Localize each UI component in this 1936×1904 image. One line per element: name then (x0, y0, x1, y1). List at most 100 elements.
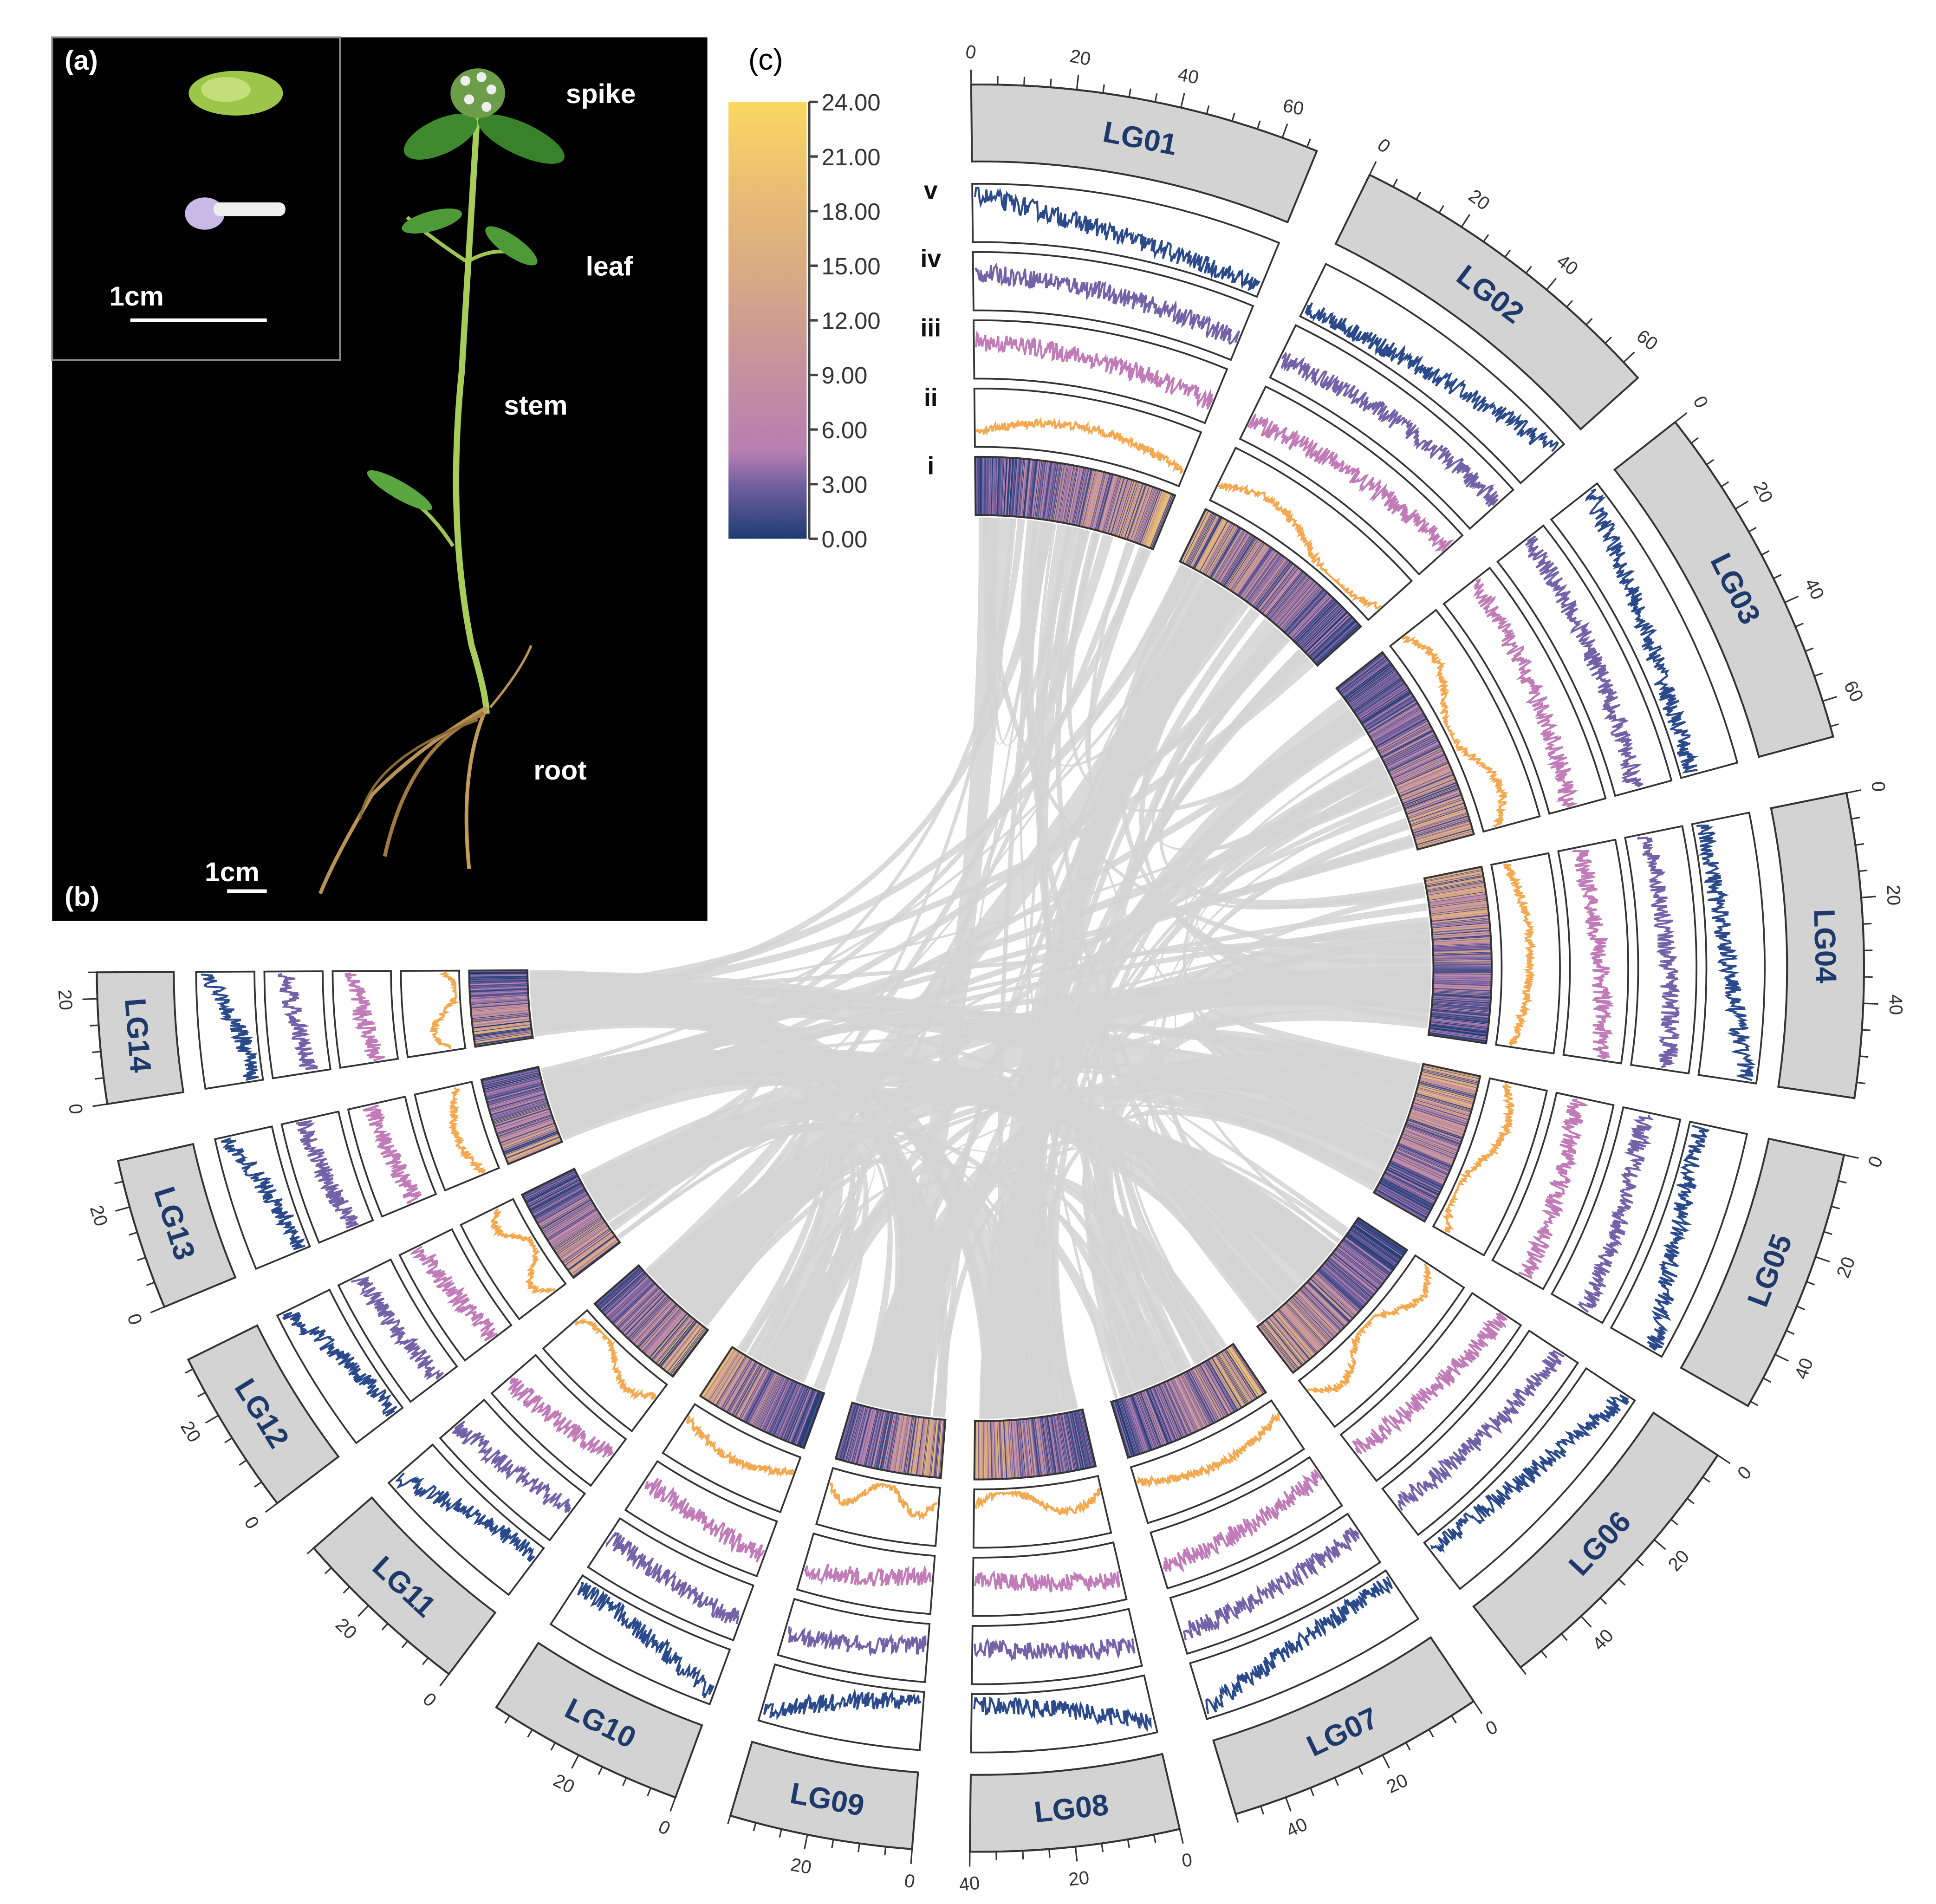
axis-tick (205, 1415, 219, 1424)
heatmap-cell (615, 1285, 658, 1327)
heatmap-cell (655, 1317, 693, 1363)
heatmap-cell (1342, 1239, 1390, 1275)
axis-tick (422, 1657, 429, 1665)
track-frame-i (480, 1066, 564, 1166)
heatmap-cell (656, 1319, 695, 1365)
heatmap-cell (1282, 586, 1322, 631)
heatmap-cell (1281, 585, 1321, 630)
heatmap-cell (1306, 612, 1349, 654)
heatmap-cell (615, 1285, 658, 1327)
axis-tick-label: 60 (1281, 95, 1306, 119)
heatmap-cell (606, 1277, 650, 1318)
heatmap-cell (563, 1230, 611, 1265)
heatmap-cell (1327, 1259, 1372, 1298)
heatmap-cell (1328, 1257, 1374, 1295)
heatmap-cell (1297, 603, 1339, 645)
heatmap-cell (1262, 1322, 1300, 1368)
heatmap-cell (1256, 563, 1293, 610)
heatmap-cell (598, 1269, 643, 1309)
heatmap-cell (1297, 603, 1339, 646)
heatmap-cell (1293, 1295, 1334, 1339)
heatmap-cell (617, 1287, 659, 1329)
heatmap-cell (1320, 1267, 1365, 1306)
synteny-link (878, 521, 1046, 1408)
synteny-link (598, 1123, 949, 1418)
heatmap-cell (645, 1310, 684, 1355)
heatmap-cell (1274, 1312, 1313, 1358)
track-frame-ii (815, 1467, 941, 1547)
heatmap-cell (567, 1235, 615, 1271)
axis-tick-label: 20 (1384, 1770, 1411, 1797)
heatmap-cell (1315, 623, 1359, 663)
axis-tick (1762, 1377, 1772, 1383)
axis-tick (1750, 1400, 1759, 1406)
heatmap-cell (1322, 1264, 1367, 1304)
track-line-iii (1247, 413, 1455, 552)
heatmap-cell (637, 1303, 677, 1348)
heatmap-cell (625, 1293, 667, 1337)
heatmap-cell (1258, 564, 1295, 611)
heatmap-cell (1292, 597, 1333, 640)
heatmap-cell (1338, 654, 1385, 691)
heatmap-cell (1284, 589, 1325, 633)
heatmap-cell (632, 1300, 673, 1344)
axis-tick (622, 1777, 627, 1786)
heatmap-cell (636, 1303, 676, 1347)
heatmap-cell (653, 1316, 692, 1362)
heatmap-cell (1254, 560, 1290, 608)
heatmap-cell (647, 1311, 686, 1357)
heatmap-cell (1265, 570, 1303, 617)
heatmap-cell (570, 1238, 617, 1274)
axis-tick (1706, 459, 1715, 466)
heatmap-cell (1283, 587, 1323, 632)
heatmap-cell (1345, 664, 1393, 701)
synteny-link (1150, 801, 1401, 1316)
heatmap-cell (623, 1292, 664, 1335)
heatmap-cell (1351, 674, 1400, 709)
track-line-v (1585, 488, 1699, 774)
track-line-v (1430, 1394, 1630, 1553)
heatmap-cell (1260, 566, 1298, 613)
track-line-v (1305, 302, 1559, 452)
heatmap-cell (1317, 1270, 1362, 1310)
heatmap-cell (1325, 1261, 1371, 1300)
axis-tick-label: 0 (1482, 1716, 1501, 1739)
heatmap-cell (646, 1311, 685, 1356)
heatmap-cell (1266, 1319, 1304, 1365)
axis-line (313, 1547, 450, 1675)
heatmap-cell (1301, 1287, 1344, 1329)
heatmap-cell (1258, 1326, 1295, 1372)
axis-tick (1451, 1715, 1457, 1724)
heatmap-cell (1255, 562, 1292, 609)
heatmap-cell (641, 1306, 681, 1352)
heatmap-cell (631, 1299, 672, 1343)
heatmap-cell (1291, 596, 1332, 639)
heatmap-cell (1281, 586, 1321, 630)
axis-tick (1260, 1806, 1265, 1815)
heatmap-cell (1339, 657, 1387, 694)
heatmap-cell (600, 1271, 645, 1311)
heatmap-cell (595, 1266, 640, 1306)
heatmap-cell (1336, 1248, 1383, 1285)
colorbar-tick-label: 12.00 (822, 308, 881, 334)
heatmap-cell (1261, 1322, 1299, 1369)
axis-tick-label: 0 (964, 41, 978, 63)
axis-tick (571, 1755, 579, 1769)
axis-tick (779, 1829, 782, 1838)
track-frame-iii (1557, 838, 1629, 1065)
heatmap-cell (604, 1274, 648, 1315)
heatmap-cell (1289, 593, 1330, 637)
heatmap-cell (1280, 1306, 1320, 1352)
heatmap-cell (1316, 625, 1361, 665)
panel-b-label: (b) (65, 882, 99, 912)
axis-tick (1483, 234, 1489, 242)
heatmap-cell (1275, 580, 1314, 625)
heatmap-cell (1273, 578, 1312, 624)
heatmap-cell (1309, 1279, 1352, 1320)
heatmap-cell (596, 1267, 641, 1307)
heatmap-cell (571, 1239, 618, 1275)
heatmap-cell (600, 1271, 644, 1311)
track-frame-v (970, 1674, 1158, 1754)
